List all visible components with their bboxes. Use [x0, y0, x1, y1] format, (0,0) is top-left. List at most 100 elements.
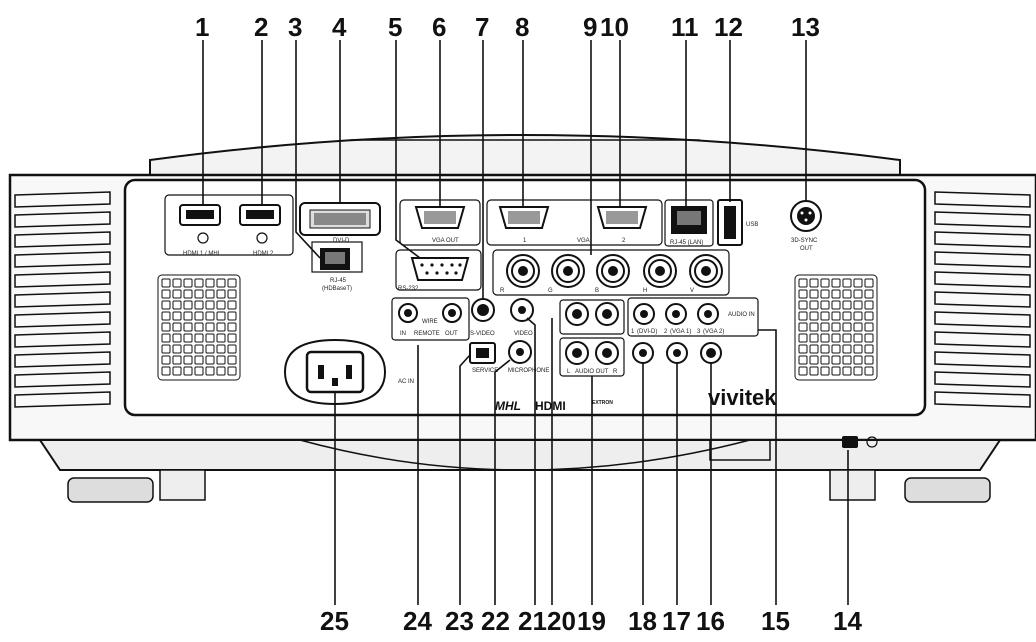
- grille-cell: [831, 322, 841, 332]
- callout-8: 8: [515, 12, 529, 42]
- audio-in-lower-1-port[interactable]: [632, 342, 654, 364]
- audio-out-left-port[interactable]: [565, 341, 589, 365]
- bnc-r-label: R: [500, 288, 505, 294]
- rj45-lan-port[interactable]: RJ-45 (LAN): [664, 199, 714, 247]
- right-speaker-grille: [794, 274, 878, 381]
- vga-out-port[interactable]: VGA OUT: [399, 199, 481, 246]
- grille-cell: [227, 366, 237, 376]
- dvi-d-port[interactable]: DVI-D: [299, 202, 381, 244]
- hdmi-2-port[interactable]: HDMI 2: [239, 204, 281, 257]
- grille-cell: [227, 289, 237, 299]
- grille-cell: [809, 311, 819, 321]
- grille-cell: [205, 333, 215, 343]
- dvi-d-label: DVI-D: [333, 238, 350, 244]
- audio-in-1-port[interactable]: [633, 303, 655, 325]
- grille-cell: [798, 300, 808, 310]
- grille-cell: [227, 300, 237, 310]
- vga-1-port[interactable]: 1: [498, 206, 550, 244]
- grille-cell: [853, 366, 863, 376]
- audio-in-lower-3-port[interactable]: [700, 342, 722, 364]
- callout-17: 17: [662, 606, 691, 636]
- audio-in-dvi-label: (DVI-D): [637, 329, 657, 335]
- grille-cell: [864, 333, 874, 343]
- grille-cell: [161, 333, 171, 343]
- wire-remote-in-port[interactable]: [398, 303, 418, 323]
- callout-16: 16: [696, 606, 725, 636]
- grille-cell: [216, 278, 226, 288]
- grille-cell: [161, 278, 171, 288]
- grille-cell: [227, 355, 237, 365]
- vivitek-logo: vivitek: [708, 385, 777, 410]
- grille-cell: [161, 300, 171, 310]
- grille-cell: [172, 300, 182, 310]
- callout-14: 14: [833, 606, 862, 636]
- audio-in-ch3: 3: [697, 329, 701, 335]
- hdmi-logo: HDMI: [535, 399, 566, 413]
- grille-cell: [205, 300, 215, 310]
- grille-cell: [161, 366, 171, 376]
- vga-2-port[interactable]: 2: [596, 206, 648, 244]
- wire-remote-out-port[interactable]: [442, 303, 462, 323]
- grille-cell: [842, 278, 852, 288]
- grille-cell: [853, 333, 863, 343]
- grille-cell: [809, 366, 819, 376]
- microphone-label: MICROPHONE: [508, 368, 549, 374]
- bnc-b-port[interactable]: B: [595, 254, 630, 294]
- grille-cell: [864, 300, 874, 310]
- 3d-sync-out-port[interactable]: 3D-SYNC OUT: [790, 200, 822, 252]
- grille-cell: [842, 366, 852, 376]
- wire-in-label: IN: [400, 331, 406, 337]
- grille-cell: [820, 311, 830, 321]
- hdmi-1-port[interactable]: HDMI 1 / MHL: [164, 194, 294, 257]
- grille-cell: [864, 311, 874, 321]
- grille-cell: [842, 355, 852, 365]
- bnc-g-port[interactable]: G: [548, 254, 585, 294]
- grille-cell: [216, 289, 226, 299]
- grille-cell: [853, 311, 863, 321]
- ac-in-power-socket[interactable]: AC IN: [283, 338, 414, 406]
- grille-cell: [205, 355, 215, 365]
- callout-4: 4: [332, 12, 347, 42]
- grille-cell: [809, 333, 819, 343]
- rs-232-label: RS-232: [398, 286, 419, 292]
- audio-out-l-label: L: [567, 369, 571, 375]
- rs-232-port[interactable]: RS-232: [395, 249, 482, 292]
- grille-cell: [864, 366, 874, 376]
- grille-cell: [194, 344, 204, 354]
- callout-11: 11: [671, 12, 699, 42]
- grille-cell: [194, 366, 204, 376]
- video-port[interactable]: VIDEO: [510, 298, 534, 337]
- audio-in-vga2-label: (VGA 2): [703, 329, 724, 335]
- bnc-rgbhv-group: [492, 249, 730, 296]
- audio-in-3-port[interactable]: [697, 303, 719, 325]
- microphone-port[interactable]: MICROPHONE: [508, 340, 549, 374]
- rj45-hdbaset-port[interactable]: RJ-45 (HDBaseT): [311, 241, 363, 292]
- callout-7: 7: [475, 12, 489, 42]
- bnc-r-port[interactable]: R: [500, 254, 540, 294]
- grille-cell: [820, 322, 830, 332]
- audio-out-right-port[interactable]: [595, 341, 619, 365]
- audio-in-lower-2-port[interactable]: [666, 342, 688, 364]
- audio-rca-left-port[interactable]: [565, 302, 589, 326]
- grille-cell: [798, 289, 808, 299]
- callout-24: 24: [403, 606, 432, 636]
- vga-out-label: VGA OUT: [432, 238, 459, 244]
- audio-rca-right-port[interactable]: [595, 302, 619, 326]
- grille-cell: [194, 333, 204, 343]
- callout-13: 13: [791, 12, 820, 42]
- grille-cell: [842, 322, 852, 332]
- vga-label: VGA: [577, 238, 590, 244]
- bnc-h-label: H: [643, 288, 647, 294]
- service-port[interactable]: SERVICE: [469, 342, 498, 374]
- bnc-v-port[interactable]: V: [689, 254, 723, 294]
- audio-in-2-port[interactable]: [665, 303, 687, 325]
- grille-cell: [798, 344, 808, 354]
- 3d-sync-label: 3D-SYNC: [791, 238, 818, 244]
- grille-cell: [809, 278, 819, 288]
- video-label: VIDEO: [514, 331, 533, 337]
- bnc-h-port[interactable]: H: [643, 254, 677, 294]
- kensington-lock-slot[interactable]: [842, 436, 878, 448]
- grille-cell: [798, 333, 808, 343]
- wire-out-label: OUT: [445, 331, 458, 337]
